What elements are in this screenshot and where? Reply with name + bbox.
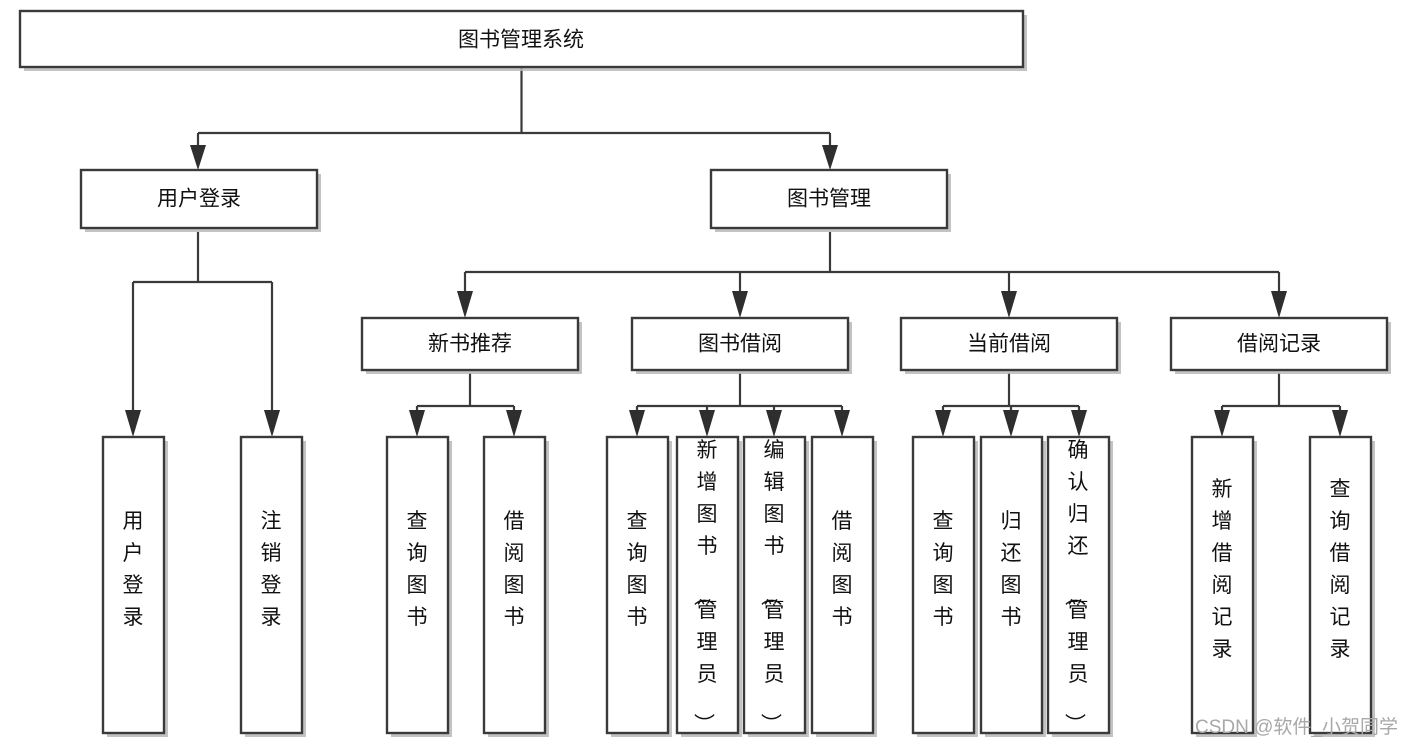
leaf-new-book-1-label: 查询图书 [407,510,428,629]
node-new-book-recommend[interactable]: 新书推荐 [360,316,582,374]
node-book-management-box[interactable] [709,168,949,230]
node-current-borrow-label: 当前借阅 [967,333,1051,356]
arrow-user-login-leaf-1 [125,410,141,437]
leaf-borrow-record-1[interactable]: 新增借阅记录 [1190,435,1257,737]
node-root-label: 图书管理系统 [458,29,584,52]
arrow-book-borrow-leaf-1 [629,410,645,437]
node-book-borrow[interactable]: 图书借阅 [630,316,852,374]
node-user-login[interactable]: 用户登录 [79,168,321,232]
leaf-book-borrow-3[interactable]: 编辑图书（管理员） [742,435,809,737]
leaf-borrow-record-1-label: 新增借阅记录 [1212,478,1233,661]
node-book-borrow-box[interactable] [630,316,850,372]
leaf-book-borrow-3-label: 编辑图书（管理员） [759,439,785,734]
leaf-current-borrow-1-label: 查询图书 [933,510,954,629]
watermark-label: CSDN @软件_小贺同学 [1195,716,1398,738]
leaf-borrow-record-1-box[interactable] [1190,435,1255,735]
leaf-new-book-1[interactable]: 查询图书 [385,435,452,737]
leaf-book-borrow-1-label: 查询图书 [627,510,648,629]
arrow-borrow-record-leaf-2 [1332,410,1348,437]
node-new-book-recommend-label: 新书推荐 [428,333,512,356]
leaf-new-book-2-box[interactable] [482,435,547,735]
leaf-borrow-record-2-box[interactable] [1308,435,1373,735]
arrow-book-borrow-leaf-2 [699,410,715,437]
arrow-user-login-leaf-2 [264,410,280,437]
leaf-current-borrow-1[interactable]: 查询图书 [911,435,978,737]
node-current-borrow[interactable]: 当前借阅 [899,316,1121,374]
leaf-book-borrow-4[interactable]: 借阅图书 [810,435,877,737]
leaf-new-book-2[interactable]: 借阅图书 [482,435,549,737]
node-borrow-record-box[interactable] [1169,316,1389,372]
leaf-borrow-record-2-label: 查询借阅记录 [1330,478,1351,661]
node-book-management[interactable]: 图书管理 [709,168,951,232]
node-user-login-box[interactable] [79,168,319,230]
arrow-book-mgmt-to-current-borrow [1001,291,1017,318]
arrow-book-mgmt-to-borrow-record [1271,291,1287,318]
node-root-system[interactable]: 图书管理系统 [18,9,1027,71]
leaf-user-login-1[interactable]: 用户登录 [101,435,168,737]
leaf-user-login-2-label: 注销登录 [261,510,282,629]
leaf-book-borrow-1-box[interactable] [605,435,670,735]
leaf-borrow-record-2[interactable]: 查询借阅记录 [1308,435,1375,737]
node-borrow-record-label: 借阅记录 [1237,333,1321,356]
arrow-new-book-leaf-1 [409,410,425,437]
arrow-book-borrow-leaf-4 [834,410,850,437]
leaf-book-borrow-4-box[interactable] [810,435,875,735]
leaf-user-login-2-box[interactable] [239,435,304,735]
leaf-current-borrow-2-box[interactable] [979,435,1044,735]
arrow-current-borrow-leaf-1 [935,410,951,437]
leaf-current-borrow-2[interactable]: 归还图书 [979,435,1046,737]
arrow-book-mgmt-to-book-borrow [732,291,748,318]
leaf-book-borrow-2-box[interactable] [675,435,740,735]
leaf-current-borrow-3-label: 确认归还（管理员） [1063,439,1089,734]
node-borrow-record[interactable]: 借阅记录 [1169,316,1391,374]
leaf-new-book-1-box[interactable] [385,435,450,735]
leaf-new-book-2-label: 借阅图书 [504,510,525,629]
arrow-book-borrow-leaf-3 [766,410,782,437]
leaf-book-borrow-2-label: 新增图书（管理员） [692,439,718,734]
leaf-current-borrow-3[interactable]: 确认归还（管理员） [1046,435,1113,737]
arrow-root-to-user-login [190,145,206,170]
leaf-book-borrow-1[interactable]: 查询图书 [605,435,672,737]
node-root-box[interactable] [18,9,1025,69]
leaf-book-borrow-2[interactable]: 新增图书（管理员） [675,435,742,737]
leaf-current-borrow-3-box[interactable] [1046,435,1111,735]
node-user-login-label: 用户登录 [157,188,241,211]
leaf-user-login-2[interactable]: 注销登录 [239,435,306,737]
arrow-book-mgmt-to-new-book [457,291,473,318]
node-book-management-label: 图书管理 [787,188,871,211]
node-current-borrow-box[interactable] [899,316,1119,372]
arrow-new-book-leaf-2 [506,410,522,437]
connectors-layer [125,67,1348,437]
leaf-user-login-1-label: 用户登录 [123,510,144,629]
arrow-root-to-book-mgmt [822,145,838,170]
leaf-current-borrow-2-label: 归还图书 [1001,510,1022,629]
arrow-current-borrow-leaf-3 [1071,410,1087,437]
leaf-book-borrow-3-box[interactable] [742,435,807,735]
leaf-book-borrow-4-label: 借阅图书 [832,510,853,629]
leaf-user-login-1-box[interactable] [101,435,166,735]
node-book-borrow-label: 图书借阅 [698,333,782,356]
node-new-book-recommend-box[interactable] [360,316,580,372]
arrow-current-borrow-leaf-2 [1003,410,1019,437]
arrow-borrow-record-leaf-1 [1214,410,1230,437]
leaf-current-borrow-1-box[interactable] [911,435,976,735]
